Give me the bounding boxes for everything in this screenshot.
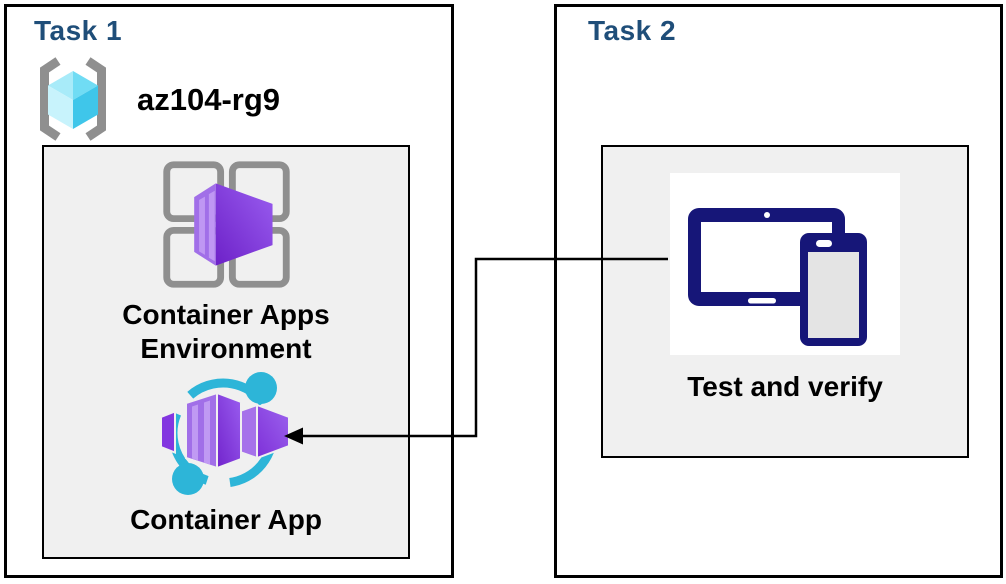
- task1-inner-box: Container Apps Environment: [42, 145, 410, 559]
- resource-group-icon: [40, 57, 106, 141]
- task2-box: Task 2 Test and verify: [554, 4, 1003, 578]
- task2-title: Task 2: [588, 15, 677, 46]
- resource-group-name: az104-rg9: [137, 82, 281, 117]
- device-panel: [670, 173, 900, 355]
- task1-box: Task 1 az104-rg9: [4, 4, 454, 578]
- task1-title: Task 1: [34, 15, 123, 46]
- verify-label: Test and verify: [687, 371, 883, 402]
- app-label: Container App: [130, 504, 322, 535]
- tablet-phone-icon: [688, 208, 867, 346]
- container-apps-environment-icon: [162, 161, 290, 288]
- resource-group: az104-rg9: [31, 55, 280, 145]
- task2-inner-box: Test and verify: [601, 145, 969, 458]
- container-app-icon: [160, 372, 290, 495]
- environment-label: Container Apps Environment: [122, 299, 330, 364]
